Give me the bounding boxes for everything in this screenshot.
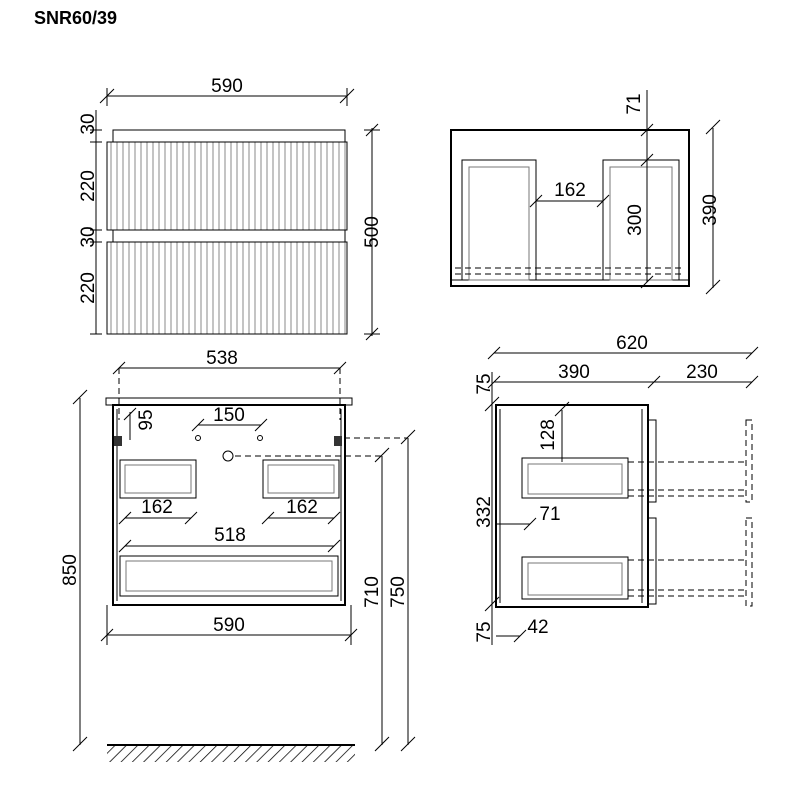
front-drawer-upper	[106, 141, 348, 231]
plan-total-height-label: 850	[60, 554, 81, 586]
internal-height-label: 300	[625, 204, 646, 236]
profile-128-label: 128	[538, 419, 559, 451]
profile-body	[495, 404, 649, 608]
profile-42-label: 42	[527, 617, 548, 638]
plan-inner-width-label: 518	[214, 525, 246, 546]
plan-left-drawer-label: 162	[141, 497, 173, 518]
internal-total-label: 390	[700, 194, 721, 226]
internal-top-offset-label: 71	[624, 93, 645, 114]
profile-332-label: 332	[474, 496, 495, 528]
plan-view: 538 95 150 162 162	[60, 348, 416, 762]
profile-top75-label: 75	[474, 373, 495, 394]
profile-view: 620 390 230 75 332 75	[474, 333, 759, 645]
front-top-gap-label: 30	[78, 113, 99, 134]
profile-depth-label: 390	[558, 362, 590, 383]
internal-view: 71 162 300 390	[450, 90, 721, 295]
plan-bottom-width-label: 590	[213, 615, 245, 636]
profile-total-label: 620	[616, 333, 648, 354]
plan-right-drawer-label: 162	[286, 497, 318, 518]
front-drawer2-label: 220	[78, 272, 99, 304]
internal-between-label: 162	[554, 180, 586, 201]
profile-ext-label: 230	[686, 362, 718, 383]
plan-hole-spacing-label: 150	[213, 405, 245, 426]
plan-body	[112, 404, 346, 606]
front-width-label: 590	[211, 76, 243, 97]
floor-hatch	[107, 746, 355, 762]
front-top-board	[112, 129, 346, 143]
plan-edge-label: 95	[136, 409, 157, 430]
plan-outer-width-label: 538	[206, 348, 238, 369]
front-height-label: 500	[362, 216, 383, 248]
profile-71-label: 71	[539, 504, 560, 525]
plan-710-label: 710	[362, 576, 383, 608]
front-view: 590 30 220 30 220 500	[78, 76, 383, 341]
front-drawer1-label: 220	[78, 170, 99, 202]
plan-750-label: 750	[388, 576, 409, 608]
page-title: SNR60/39	[34, 8, 118, 28]
internal-outer	[450, 129, 690, 287]
front-mid-board	[112, 229, 346, 243]
front-drawer-lower	[106, 241, 348, 335]
front-mid-gap-label: 30	[78, 226, 99, 247]
profile-bot75-label: 75	[474, 621, 495, 642]
